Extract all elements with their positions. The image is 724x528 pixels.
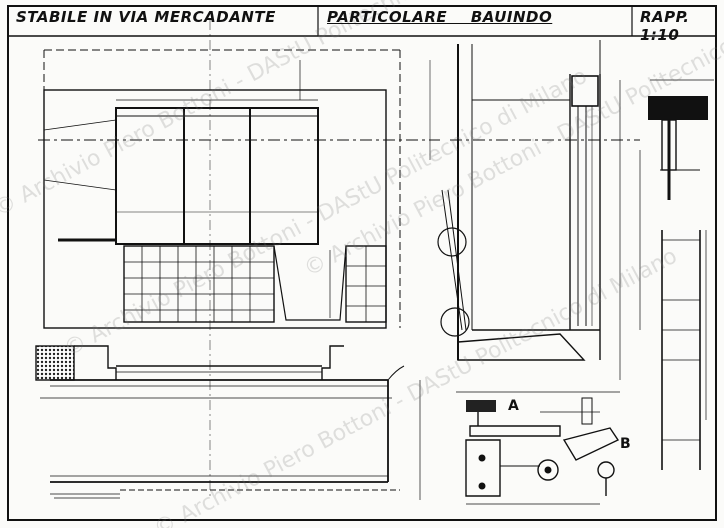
profile-detail (648, 79, 714, 470)
plan-view (35, 20, 421, 500)
vertical-section (429, 40, 640, 361)
project-title: STABILE IN VIA MERCADANTE (16, 8, 276, 26)
hardware-detail (456, 391, 620, 505)
detail-title: PARTICOLARE BAUINDO (327, 8, 553, 26)
sheet-frame (7, 5, 717, 521)
scale-label: RAPP. 1:10 (640, 8, 690, 44)
dimension-lines (54, 60, 641, 499)
callout-a: A (508, 398, 519, 414)
elevation-view (38, 49, 440, 329)
callout-b: B (620, 436, 631, 452)
